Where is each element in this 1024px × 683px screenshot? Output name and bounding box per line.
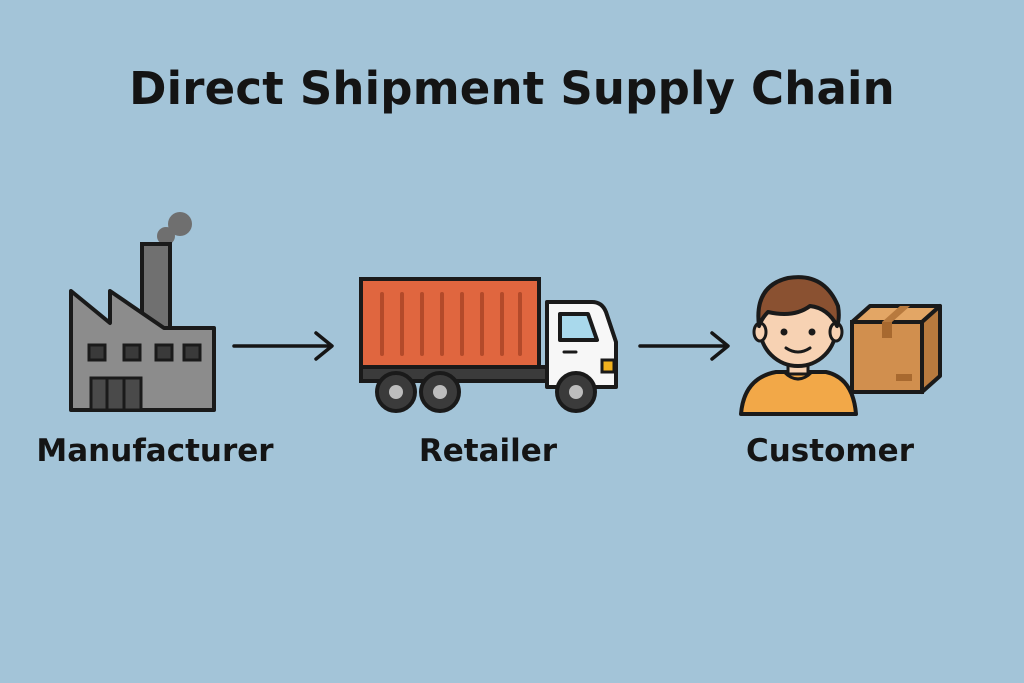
truck-container [359, 277, 541, 369]
truck-window [558, 312, 599, 342]
node-label-customer: Customer [745, 433, 914, 469]
truck-wheels [375, 371, 597, 413]
arrow-manufacturer-to-retailer [232, 331, 334, 361]
node-label-manufacturer: Manufacturer [36, 433, 274, 469]
factory-icon [69, 212, 216, 412]
package-icon [850, 304, 942, 394]
node-label-retailer: Retailer [418, 433, 558, 469]
person-hair [756, 275, 841, 328]
diagram-title: Direct Shipment Supply Chain [129, 62, 895, 115]
smoke-puff [157, 227, 175, 245]
factory-door [89, 376, 143, 412]
delivery-truck-icon [359, 277, 618, 413]
smoke-puff [168, 212, 192, 236]
arrow-retailer-to-customer [638, 331, 730, 361]
person-with-package-icon [739, 275, 942, 416]
